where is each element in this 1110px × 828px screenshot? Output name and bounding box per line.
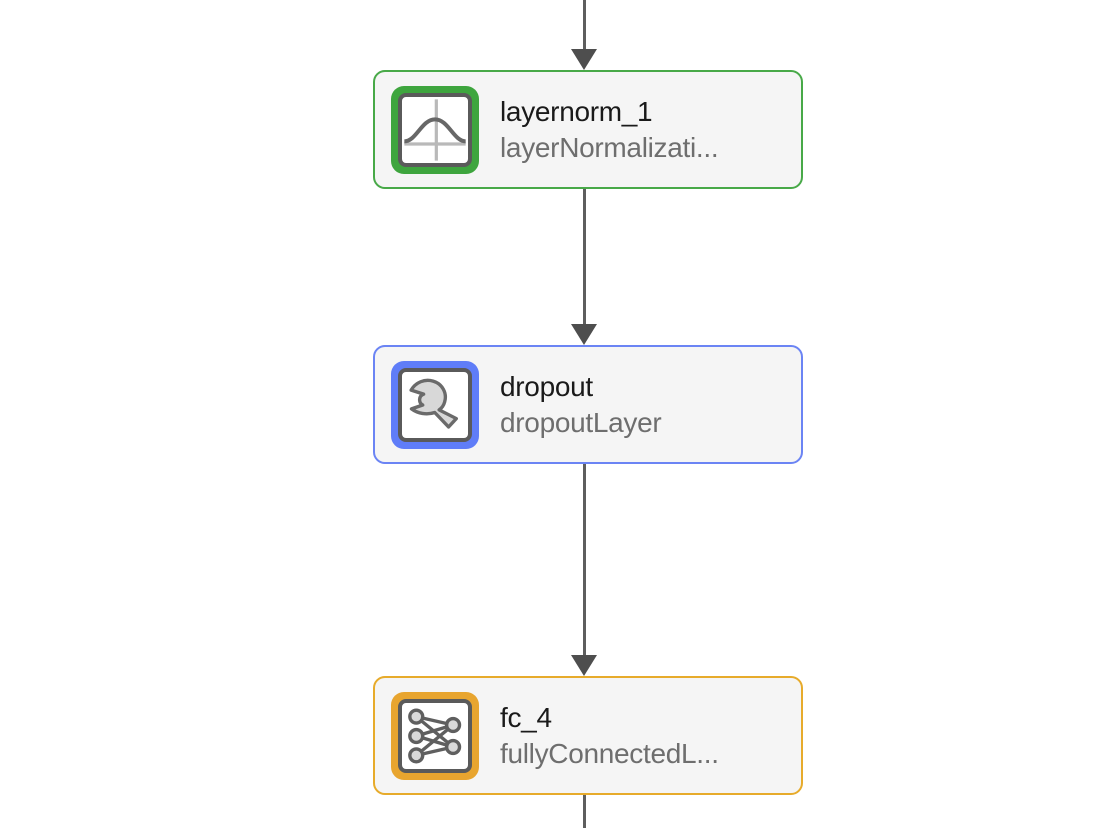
connection-arrowhead-icon bbox=[571, 655, 597, 676]
layer-name: layernorm_1 bbox=[500, 95, 653, 127]
layer-name: fc_4 bbox=[500, 701, 552, 733]
wrench-icon bbox=[391, 360, 479, 449]
connection-arrowhead-icon bbox=[571, 49, 597, 70]
bell-curve-icon bbox=[391, 85, 479, 174]
layer-node-dropout[interactable]: dropout dropoutLayer bbox=[373, 345, 803, 464]
fully-connected-icon bbox=[391, 691, 479, 780]
layer-type: fullyConnectedL... bbox=[500, 737, 719, 769]
layer-type: dropoutLayer bbox=[500, 406, 662, 438]
connection-line[interactable] bbox=[583, 464, 586, 657]
connection-line[interactable] bbox=[583, 0, 586, 51]
connection-arrowhead-icon bbox=[571, 324, 597, 345]
connection-line[interactable] bbox=[583, 795, 586, 828]
layer-node-layernorm_1[interactable]: layernorm_1 layerNormalizati... bbox=[373, 70, 803, 189]
layer-name: dropout bbox=[500, 370, 593, 402]
layer-type: layerNormalizati... bbox=[500, 131, 719, 163]
connection-line[interactable] bbox=[583, 189, 586, 326]
layer-node-fc_4[interactable]: fc_4 fullyConnectedL... bbox=[373, 676, 803, 795]
